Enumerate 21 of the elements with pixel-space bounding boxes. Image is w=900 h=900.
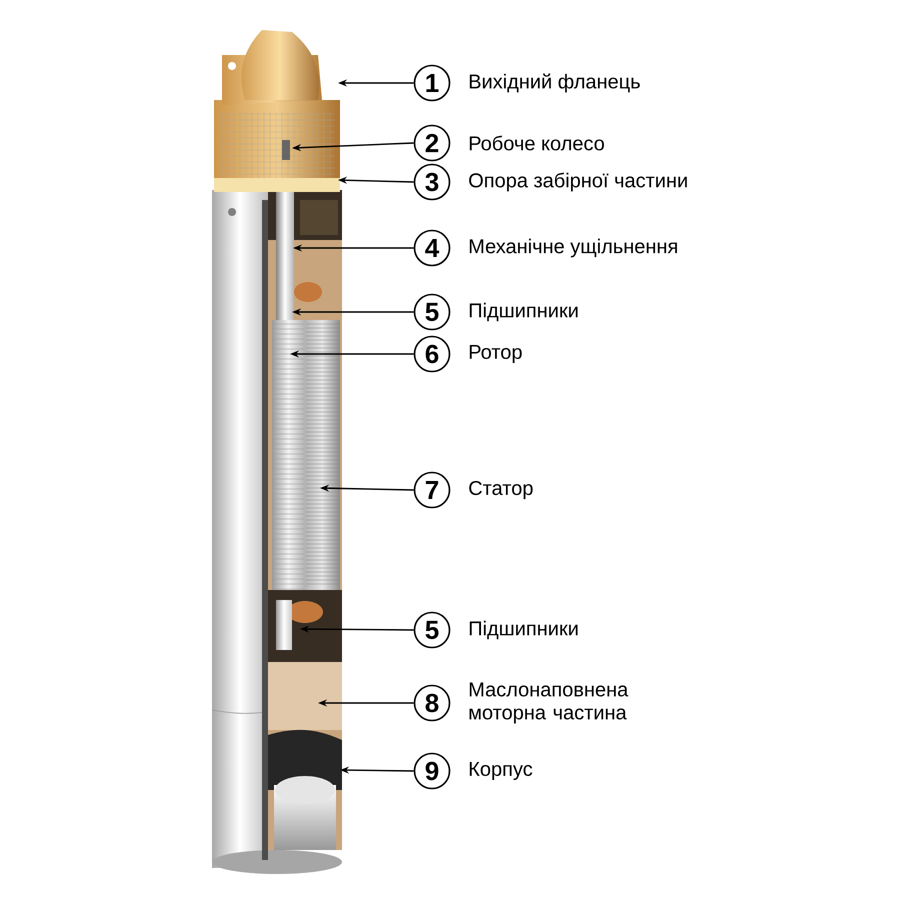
callout-number: 4: [414, 230, 450, 266]
callout-label: Робоче колесо: [470, 136, 604, 150]
callout-number: 9: [414, 752, 450, 790]
callout-label: Статор: [469, 480, 533, 500]
callout-number: 6: [414, 336, 450, 372]
callout-label: Ротор: [470, 345, 522, 363]
pump-cutaway-drawing: [212, 30, 342, 874]
callout-label: Корпус: [470, 762, 532, 780]
callout-label: Маслонаповнена моторна частина: [470, 682, 628, 724]
callout-label: Підшипники: [470, 620, 578, 640]
callout-number: 7: [414, 472, 450, 508]
callout-number: 3: [414, 164, 450, 200]
callout-number: 2: [414, 124, 450, 162]
callout-label: Механічне ущільнення: [470, 238, 677, 258]
callout-number: 8: [414, 684, 450, 722]
callout-label: Підшипники: [470, 302, 578, 322]
callout-number: 1: [414, 64, 450, 102]
callout-number: 5: [414, 294, 450, 330]
callout-label: Опора забірної частини: [469, 172, 687, 192]
callout-number: 5: [414, 612, 450, 648]
callout-label: Вихідний фланець: [470, 74, 640, 92]
